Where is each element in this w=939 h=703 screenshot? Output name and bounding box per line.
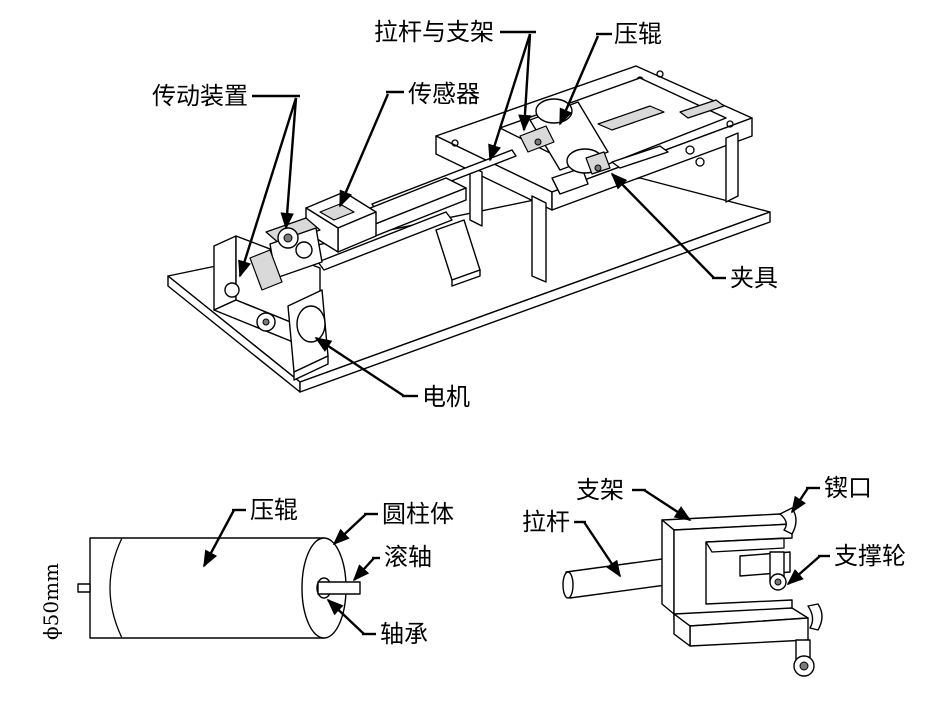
motor-3d [287,289,329,381]
support-wheel-upper [769,551,787,591]
support-wheel-lower [793,639,815,677]
label-pressure-roller-top: 压辊 [614,20,662,48]
roller-detail: ϕ50mm 压辊 圆柱体 滚轴 轴承 [39,496,454,648]
roller-cylinder [89,537,325,639]
label-rolling-shaft: 滚轴 [384,543,432,571]
rolling-shaft [317,581,361,595]
label-pull-rod-bracket: 拉杆与支架 [374,18,494,46]
label-transmission: 传动装置 [152,82,248,110]
label-pressure-roller-detail: 压辊 [250,496,298,524]
label-cylinder: 圆柱体 [382,500,454,528]
assembly-labels: 拉杆与支架 压辊 传动装置 传感器 夹具 电机 [152,18,778,411]
label-bearing: 轴承 [380,620,428,648]
label-sensor: 传感器 [408,80,480,108]
notch-lower [807,603,823,631]
roller-seam [109,537,123,639]
label-fixture: 夹具 [730,264,778,292]
shaft-left-end [77,583,91,593]
bracket-detail: 支架 拉杆 锲口 支撑轮 [522,474,906,677]
label-motor: 电机 [422,383,470,411]
label-pull-rod: 拉杆 [522,508,570,536]
label-bracket: 支架 [576,476,624,504]
label-diameter: ϕ50mm [39,563,63,640]
label-support-wheel: 支撑轮 [834,542,906,570]
label-notch: 锲口 [824,474,872,502]
test-rig-assembly: 拉杆与支架 压辊 传动装置 传感器 夹具 电机 [152,18,778,411]
pressure-roller-3d [519,98,611,175]
pull-rod-end [562,571,574,599]
